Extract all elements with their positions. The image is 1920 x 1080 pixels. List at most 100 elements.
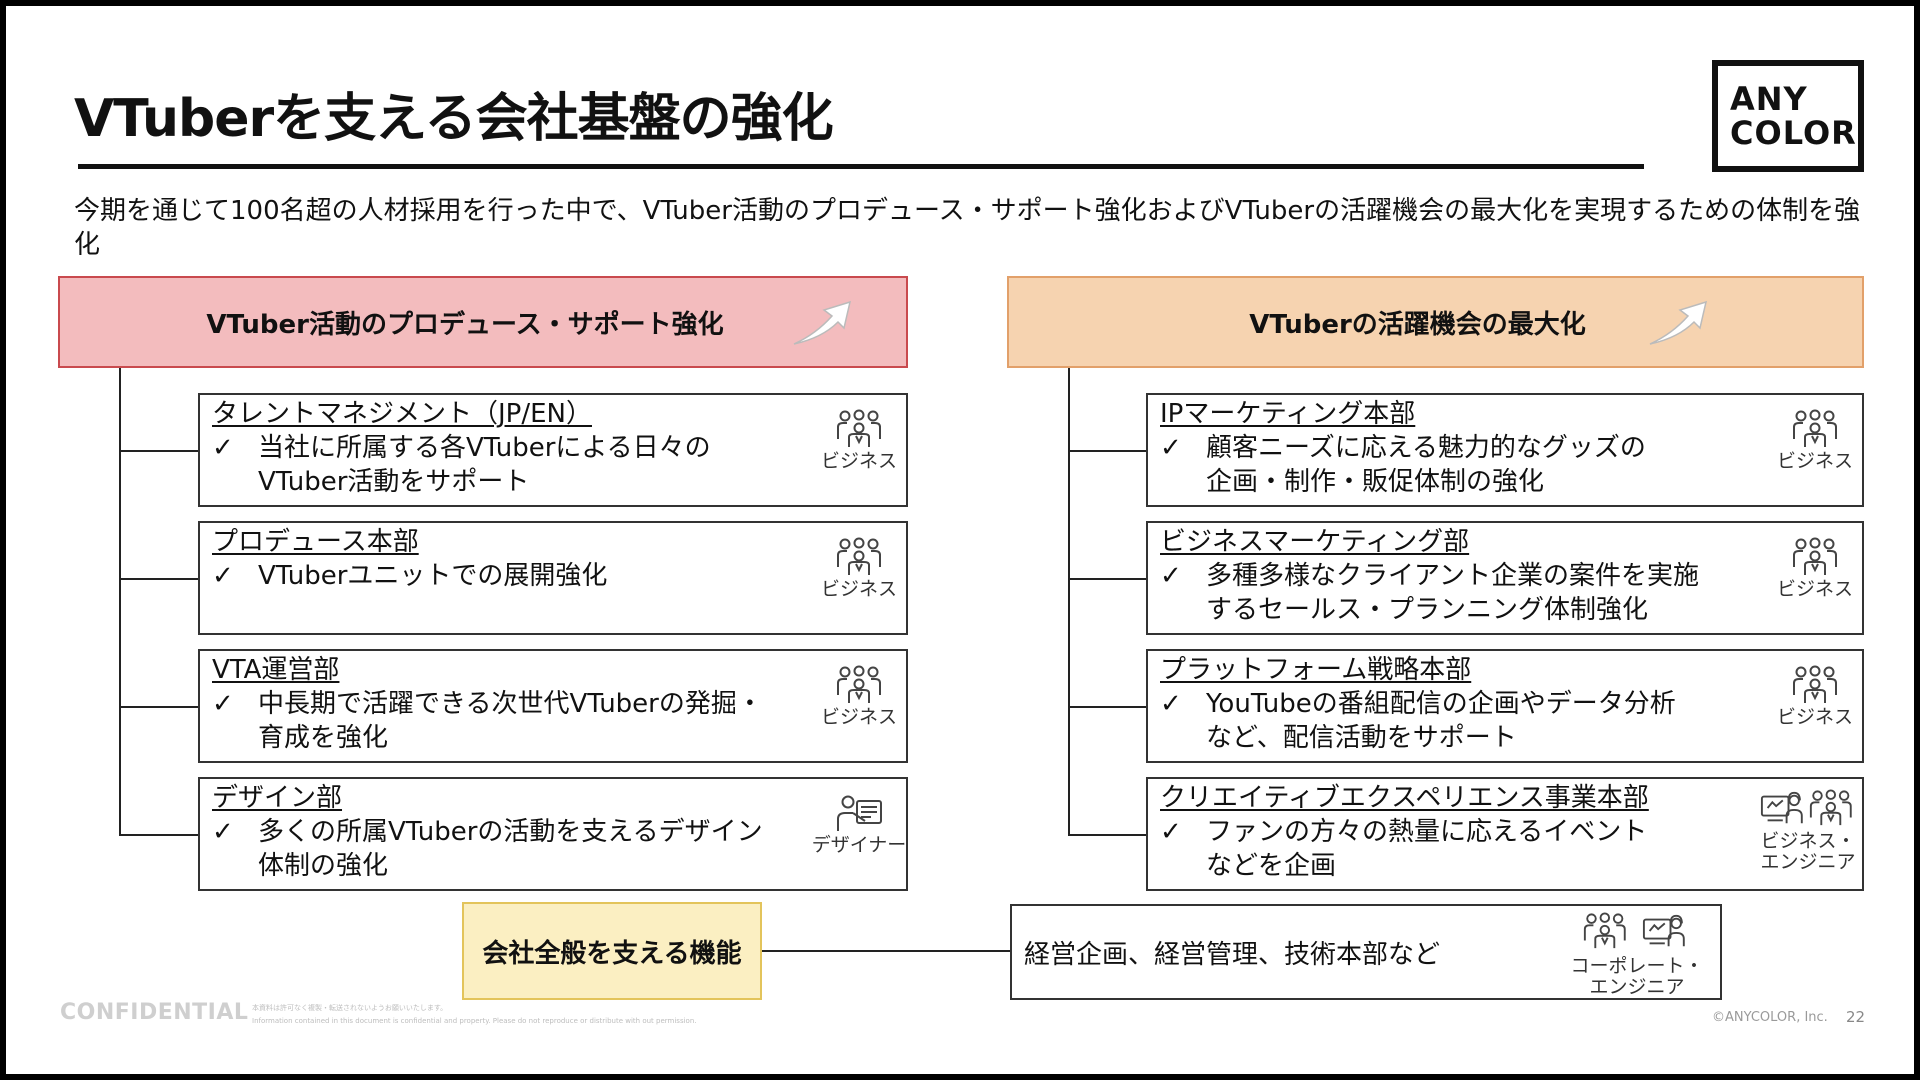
role-label: デザイナー [811,834,907,856]
corporate-text: 経営企画、経営管理、技術本部など [1024,940,1441,970]
role-indicator: ビジネス [816,409,902,472]
arrow-up-right-icon [793,300,852,345]
checkmark-icon: ✓ [212,689,234,719]
people-icon [1793,537,1837,576]
department-card: ビジネスマーケティング部 ✓ 多種多様なクライアント企業の案件を実施するセールス・プ… [1146,521,1864,635]
tree-branch-line [1068,450,1146,452]
left-header-label: VTuber活動のプロデュース・サポート強化 [206,309,724,340]
tree-branch-line [119,450,198,452]
department-title: デザイン部 [212,783,343,813]
checkmark-icon: ✓ [212,433,234,463]
department-description: ✓ 中長期で活躍できる次世代VTuberの発掘・育成を強化 [212,687,763,755]
department-card: デザイン部 ✓ 多くの所属VTuberの活動を支えるデザイン体制の強化 デザイナー [198,777,908,891]
description-line: などを企画 [1206,851,1337,881]
description-line: するセールス・プランニング体制強化 [1206,595,1649,625]
corporate-engineer-icon [1583,912,1685,950]
tree-branch-line [1068,706,1146,708]
department-title: ビジネスマーケティング部 [1160,527,1470,557]
corporate-connector [762,950,1012,952]
lead-text: 今期を通じて100名超の人材採用を行った中で、VTuber活動のプロデュース・サ… [74,196,1861,260]
department-title: VTA運営部 [212,655,340,685]
description-line: 多くの所属VTuberの活動を支えるデザイン [258,817,763,847]
role-label-line1: コーポレート・ [1570,955,1704,977]
department-description: ✓ ファンの方々の熱量に応えるイベントなどを企画 [1160,815,1647,883]
checkmark-icon: ✓ [1160,561,1182,591]
department-card: IPマーケティング本部✓顧客ニーズに応える魅力的なグッズの企画・制作・販促体制の… [1146,393,1864,507]
description-line: 体制の強化 [258,851,389,881]
tree-branch-line [119,706,198,708]
anycolor-logo: ANY COLOR [1712,60,1864,172]
department-description: ✓ 多種多様なクライアント企業の案件を実施するセールス・プランニング体制強化 [1160,559,1699,627]
right-section-header: VTuberの活躍機会の最大化 [1007,276,1864,368]
description-line: など、配信活動をサポート [1206,723,1517,753]
checkmark-icon: ✓ [1160,817,1182,847]
department-description: ✓ VTuberユニットでの展開強化 [212,559,607,593]
role-indicator: ビジネス [1772,665,1858,728]
department-title: プラットフォーム戦略本部 [1160,655,1472,685]
department-description: ✓ 当社に所属する各VTuberによる日々の VTuber活動をサポート [212,431,711,499]
checkmark-icon: ✓ [1160,689,1182,719]
corporate-functions-box: 会社全般を支える機能 [462,902,762,1000]
role-indicator: ビジネス [816,665,902,728]
tree-trunk-line [1068,368,1070,834]
checkmark-icon: ✓ [212,817,234,847]
role-indicator: ビジネス・エンジニア [1758,789,1858,873]
logo-line1: ANY [1730,80,1808,118]
description-line: ファンの方々の熱量に応えるイベント [1206,817,1648,847]
description-line: 中長期で活躍できる次世代VTuberの発掘・ [258,689,763,719]
checkmark-icon: ✓ [212,561,234,591]
legal-line2: Information contained in this document i… [252,1017,697,1025]
tree-branch-line [1068,578,1146,580]
role-indicator: デザイナー [812,793,906,856]
role-label: ビジネス [1776,578,1853,600]
engineer-business-icon [1760,789,1852,827]
department-title: タレントマネジメント（JP/EN） [212,399,592,429]
department-description: ✓顧客ニーズに応える魅力的なグッズの企画・制作・販促体制の強化 [1160,431,1646,499]
right-header-label: VTuberの活躍機会の最大化 [1249,309,1586,340]
title-rule [78,164,1644,169]
legal-line1: 本資料は許可なく複製・転送されないようお願いいたします。 [252,1004,448,1012]
role-label: ビジネス [820,578,897,600]
role-label: ビジネス [820,450,897,472]
department-card: プラットフォーム戦略本部✓YouTubeの番組配信の企画やデータ分析など、配信活… [1146,649,1864,763]
role-label: ビジネス [820,706,897,728]
copyright: ©ANYCOLOR, Inc. [1712,1010,1828,1025]
page-number: 22 [1846,1008,1866,1026]
role-label-line2: エンジニア [1589,976,1685,998]
description-line: VTuber活動をサポート [258,467,530,497]
legal-notice: 本資料は許可なく複製・転送されないようお願いいたします。 Information… [252,1002,696,1028]
people-icon [837,665,881,704]
corporate-card: 経営企画、経営管理、技術本部など コーポレート・ エンジニア [1010,904,1722,1000]
description-line: 当社に所属する各VTuberによる日々の [258,433,711,463]
department-card: タレントマネジメント（JP/EN） ✓ 当社に所属する各VTuberによる日々の VT… [198,393,908,507]
tree-branch-line [119,578,198,580]
slide: VTuberを支える会社基盤の強化 ANY COLOR 今期を通じて100名超の… [6,6,1914,1074]
tree-trunk-line [119,368,121,834]
department-title: IPマーケティング本部 [1160,399,1416,429]
left-section-header: VTuber活動のプロデュース・サポート強化 [58,276,908,368]
description-line: 顧客ニーズに応える魅力的なグッズの [1206,433,1646,463]
department-description: ✓ 多くの所属VTuberの活動を支えるデザイン体制の強化 [212,815,763,883]
people-icon [837,537,881,576]
role-label: エンジニア [1760,851,1856,873]
tree-branch-line [1068,834,1146,836]
role-indicator: ビジネス [1772,537,1858,600]
people-icon [837,409,881,448]
corporate-role: コーポレート・ エンジニア [1562,912,1712,998]
confidential-mark: CONFIDENTIAL [60,1000,249,1025]
description-line: 多種多様なクライアント企業の案件を実施 [1206,561,1699,591]
role-indicator: ビジネス [1772,409,1858,472]
logo-line2: COLOR [1730,114,1857,152]
department-description: ✓YouTubeの番組配信の企画やデータ分析など、配信活動をサポート [1160,687,1676,755]
people-icon [1793,409,1837,448]
description-line: 育成を強化 [258,723,389,753]
people-icon [1793,665,1837,704]
role-label: ビジネス・ [1760,830,1856,852]
arrow-up-right-icon [1649,300,1708,345]
department-card: プロデュース本部✓VTuberユニットでの展開強化ビジネス [198,521,908,635]
role-label: ビジネス [1776,450,1853,472]
description-line: VTuberユニットでの展開強化 [258,561,608,591]
description-line: 企画・制作・販促体制の強化 [1206,467,1545,497]
page-title: VTuberを支える会社基盤の強化 [74,89,834,149]
department-card: クリエイティブエクスペリエンス事業本部✓ファンの方々の熱量に応えるイベントなどを… [1146,777,1864,891]
